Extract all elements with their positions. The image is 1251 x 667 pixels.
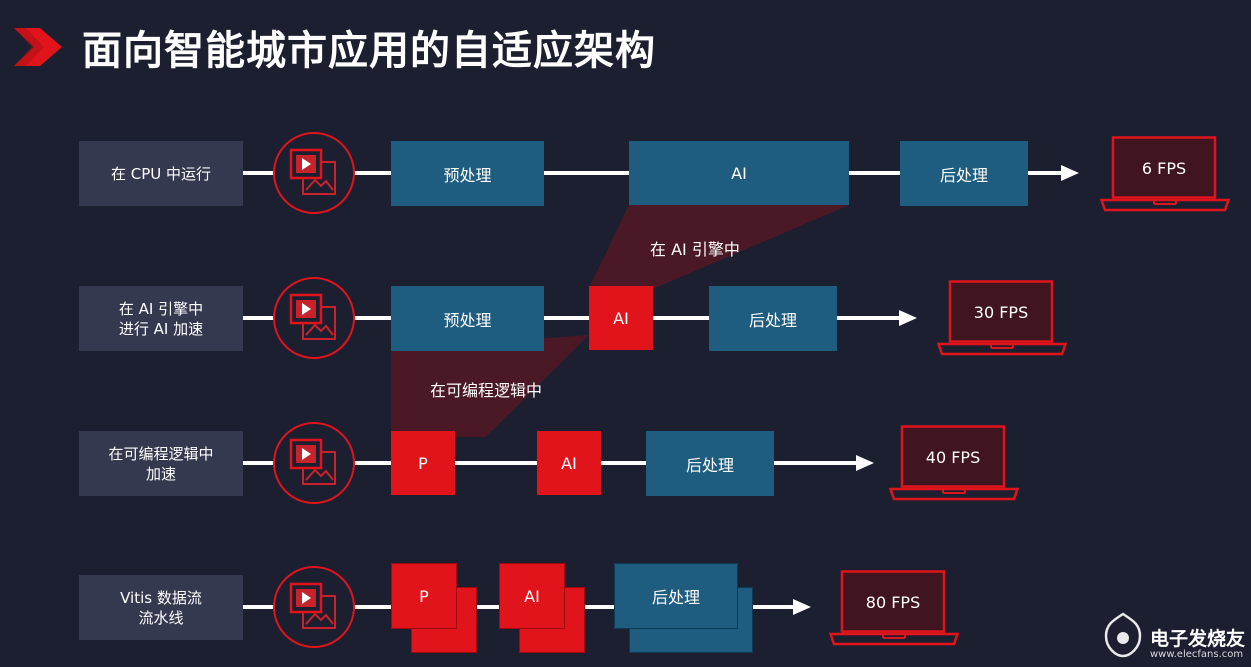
arrow-head-icon xyxy=(899,310,917,326)
fps-readout: 80 FPS xyxy=(865,593,921,612)
stage-postprocess: 后处理 xyxy=(614,563,738,629)
watermark-url: www.elecfans.com xyxy=(1150,649,1244,660)
annotation-ai-engine: 在 AI 引擎中 xyxy=(650,240,740,259)
laptop-icon xyxy=(1100,136,1230,212)
flow-line-row2 xyxy=(243,316,901,320)
page-title: 面向智能城市应用的自适应架构 xyxy=(82,28,656,74)
stage-preprocess: 预处理 xyxy=(391,141,544,206)
arrow-head-icon xyxy=(1061,165,1079,181)
watermark-name: 电子发烧友 xyxy=(1150,628,1246,650)
stage-preprocess: 预处理 xyxy=(391,286,544,351)
chevron-logo-icon xyxy=(14,28,62,66)
annotation-programmable-logic: 在可编程逻辑中 xyxy=(430,381,543,400)
video-image-icon xyxy=(289,582,336,629)
arrow-head-icon xyxy=(793,599,811,615)
laptop-icon xyxy=(937,280,1067,356)
stage-preprocess: P xyxy=(391,563,457,629)
stage-ai: AI xyxy=(499,563,565,629)
stage-preprocess: P xyxy=(391,431,455,495)
laptop-icon xyxy=(829,570,959,646)
video-image-icon xyxy=(289,438,336,485)
stage-ai: AI xyxy=(589,286,653,350)
row-label: 在 AI 引擎中 进行 AI 加速 xyxy=(79,286,243,351)
stage-postprocess: 后处理 xyxy=(646,431,774,496)
stage-postprocess: 后处理 xyxy=(900,141,1028,206)
arrow-head-icon xyxy=(856,455,874,471)
stage-ai: AI xyxy=(629,141,849,205)
row-label: 在 CPU 中运行 xyxy=(79,141,243,206)
fps-readout: 30 FPS xyxy=(973,303,1029,322)
video-image-icon xyxy=(289,148,336,195)
row-label: Vitis 数据流 流水线 xyxy=(79,575,243,640)
row-label: 在可编程逻辑中 加速 xyxy=(79,431,243,496)
stage-postprocess: 后处理 xyxy=(709,286,837,351)
laptop-icon xyxy=(889,425,1019,501)
fps-readout: 6 FPS xyxy=(1141,159,1187,178)
fps-readout: 40 FPS xyxy=(925,448,981,467)
elecfans-logo-icon xyxy=(1104,612,1142,658)
stage-ai: AI xyxy=(537,431,601,495)
video-image-icon xyxy=(289,293,336,340)
